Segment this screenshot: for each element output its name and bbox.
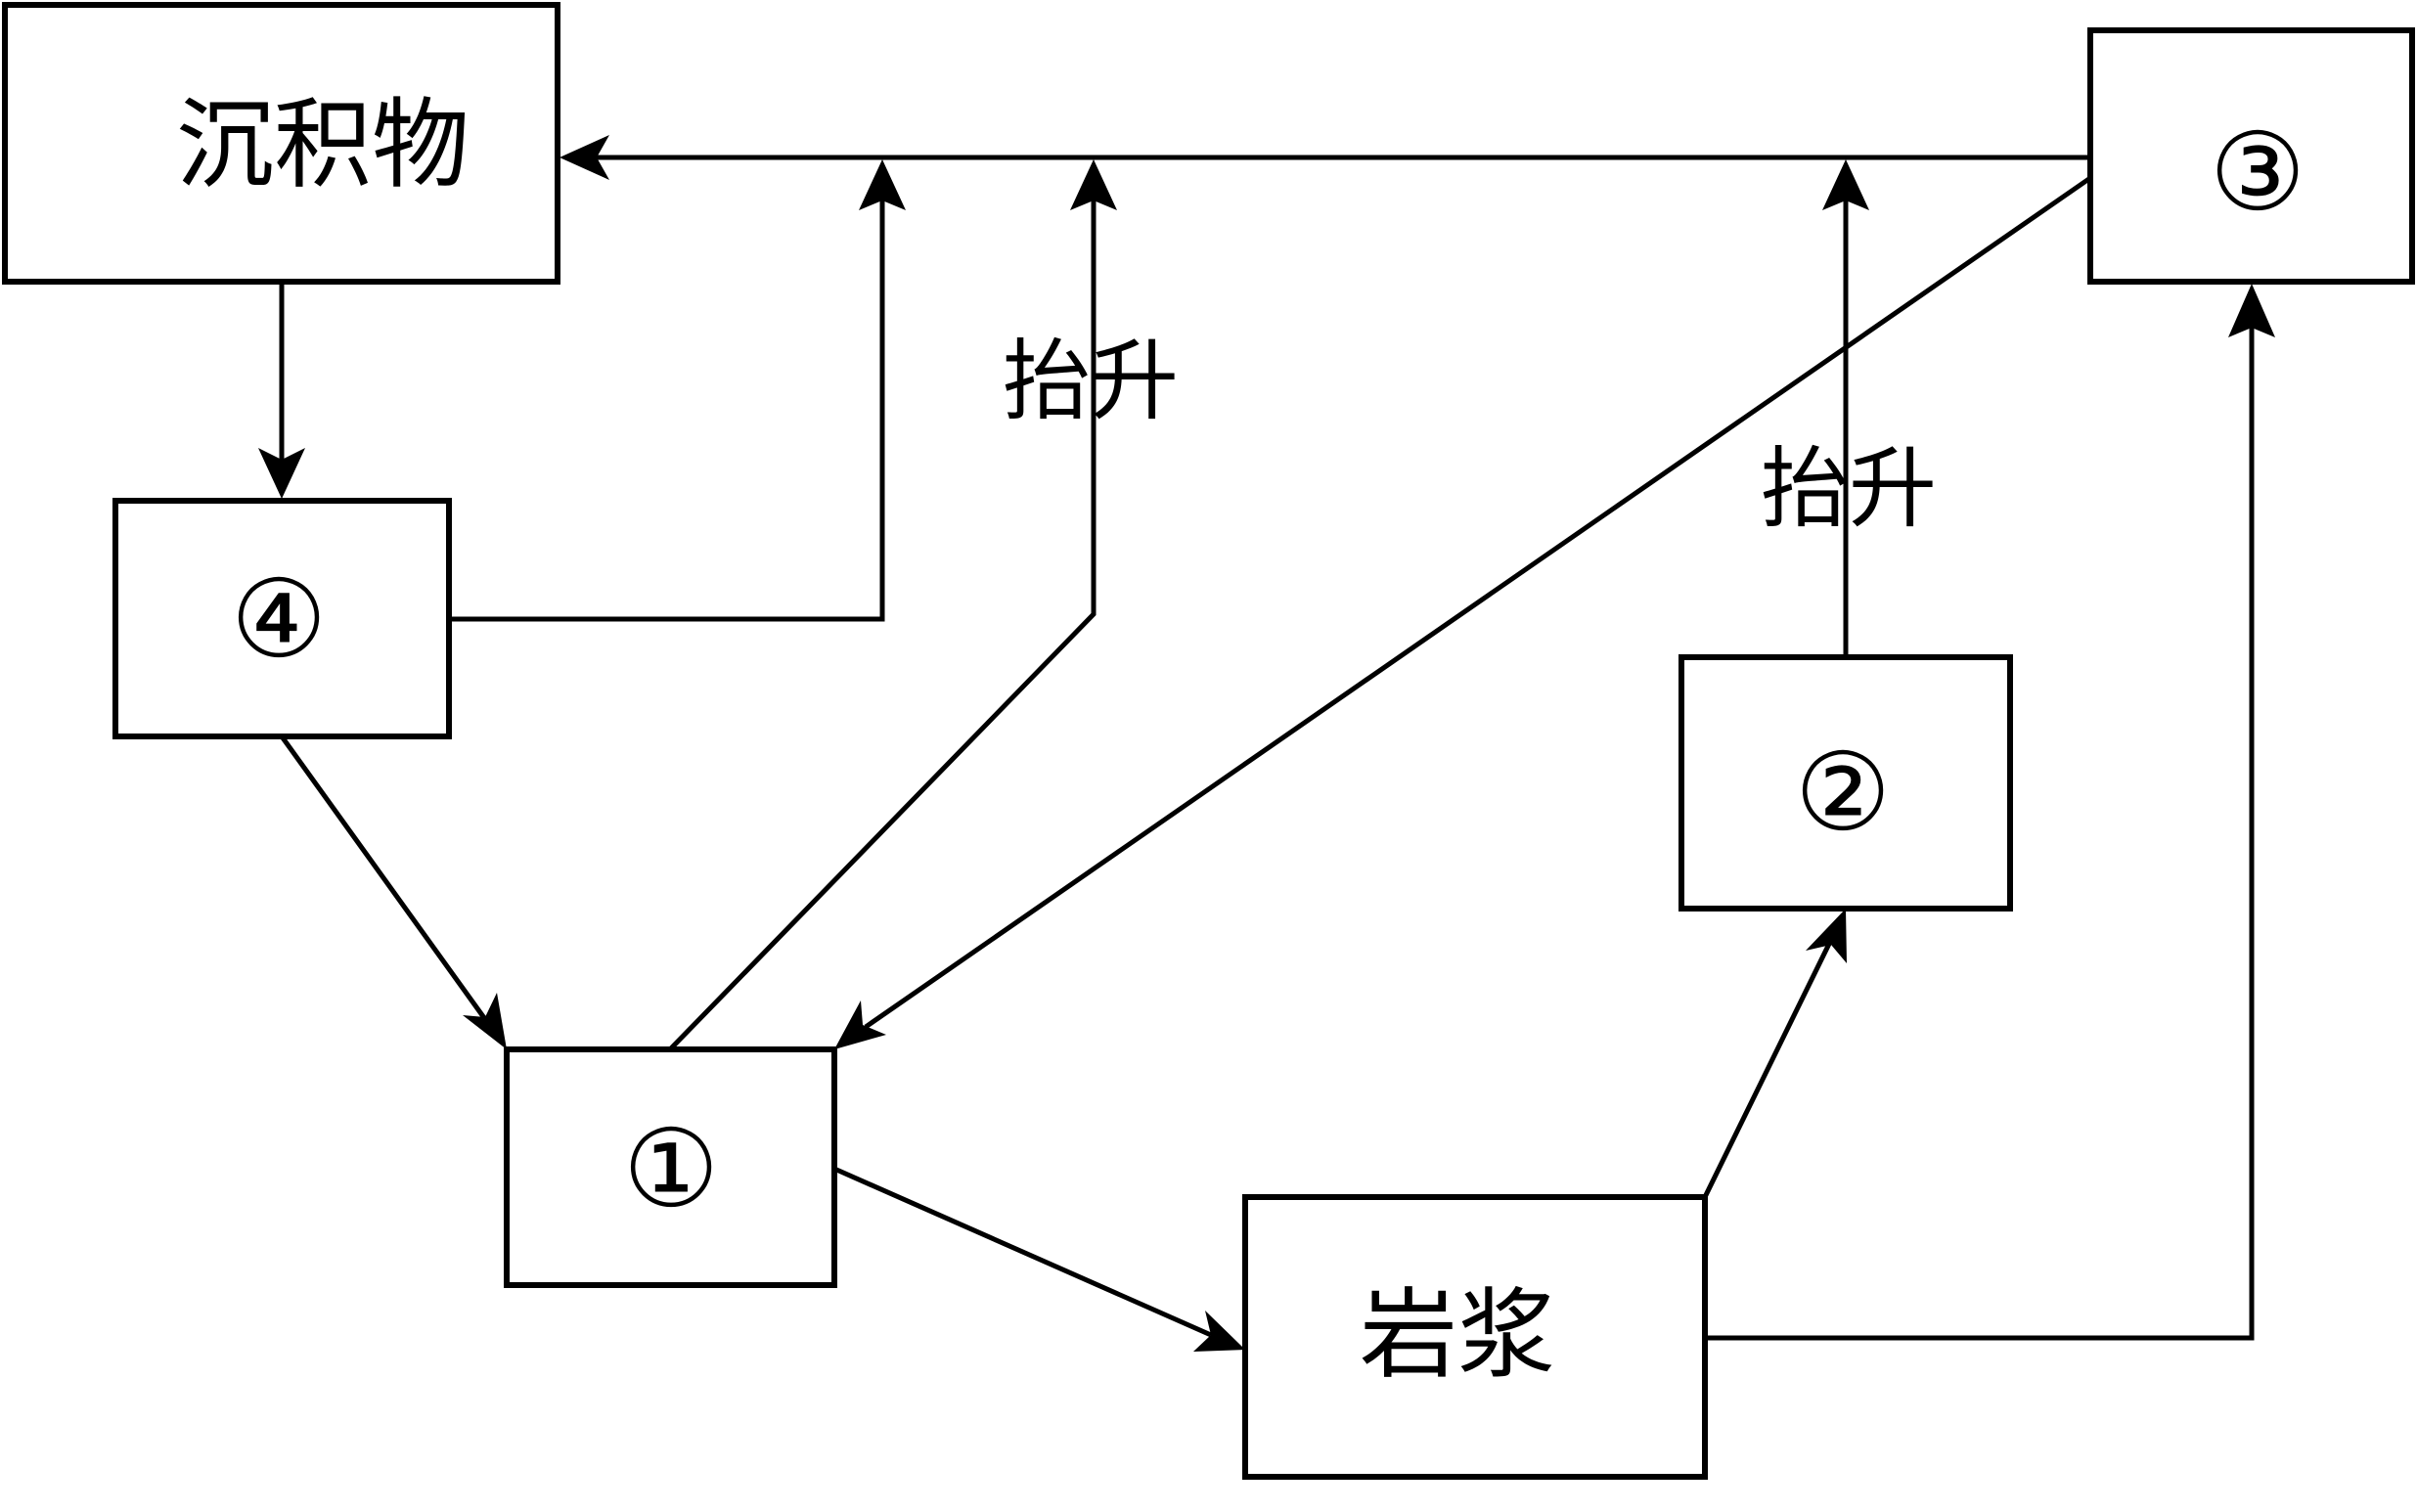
arrowhead-up-node2-branch: [1822, 159, 1869, 210]
node-2: ②: [1678, 654, 2013, 912]
node-2-box: [1678, 654, 2013, 912]
edge-node1-to-magma: [832, 1166, 1213, 1338]
arrowhead-into-node1-from-node3: [834, 1001, 886, 1049]
node-4: ④: [112, 498, 452, 739]
arrowhead-into-node4: [258, 448, 305, 499]
edge-label-uplift-1: 抬升: [1003, 331, 1179, 433]
node-3-label: ③: [2210, 110, 2306, 235]
arrowhead-into-node1-from-node4: [463, 993, 507, 1049]
edge-magma-to-node3: [1705, 318, 2255, 1341]
arrowhead-up-node1-branch: [1070, 159, 1117, 210]
node-sediment: 沉积物: [2, 2, 560, 285]
arrowheads: [258, 135, 2275, 1352]
arrowhead-into-sediment: [559, 135, 609, 180]
arrowhead-into-node2: [1806, 909, 1847, 963]
node-3-box: [2087, 27, 2415, 285]
node-1: ①: [504, 1046, 837, 1288]
edge-node3-to-node1: [864, 175, 2092, 1030]
edge-label-uplift-2: 抬升: [1761, 438, 1937, 541]
node-1-box: [504, 1046, 837, 1288]
node-sediment-box: [2, 2, 560, 285]
node-sediment-label: 沉积物: [176, 88, 470, 202]
node-3: ③: [2087, 27, 2415, 285]
edge-magma-to-node2: [1702, 942, 1832, 1199]
node-2-label: ②: [1795, 730, 1892, 855]
edge-node4-to-node1: [279, 734, 490, 1024]
node-magma-label: 岩浆: [1360, 1278, 1555, 1393]
edges: [279, 155, 2255, 1341]
node-magma-box: [1242, 1194, 1708, 1480]
arrowhead-up-node4-branch: [859, 159, 906, 210]
edge-node1-to-sediment: [668, 196, 1097, 1051]
node-1-label: ①: [623, 1106, 720, 1231]
node-magma: 岩浆: [1242, 1194, 1708, 1480]
edge-node4-to-sediment: [449, 196, 885, 622]
arrowhead-into-magma: [1193, 1311, 1245, 1352]
arrowhead-into-node3: [2228, 284, 2275, 337]
node-4-label: ④: [231, 556, 328, 682]
node-4-box: [112, 498, 452, 739]
